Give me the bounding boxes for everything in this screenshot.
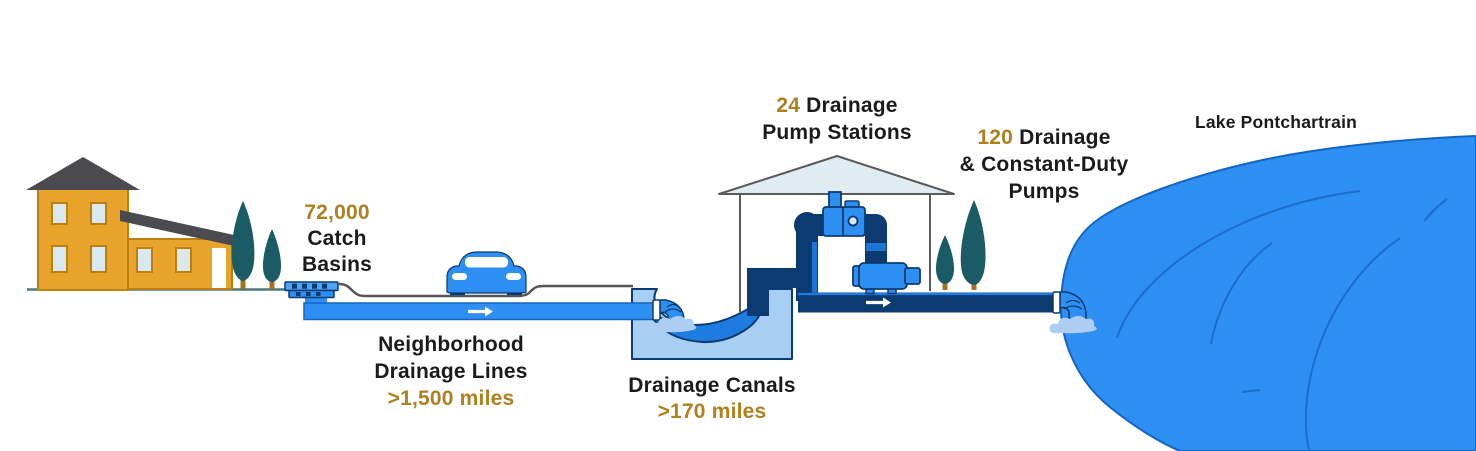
house-roof [26,157,140,190]
lake-label: Lake Pontchartrain [1194,112,1358,132]
drainage-lines-label: Neighborhood Drainage Lines >1,500 miles [374,333,528,410]
pump-motor-icon [822,191,866,237]
flow-arrow-icon [468,306,493,317]
pump-stations-count: 24 [776,94,801,117]
tree-icons-station [935,200,986,290]
house-wing-roof [120,210,234,246]
road-line [338,282,633,298]
house-icon [26,157,234,291]
canal-outfall-icon [649,299,697,333]
drainage-canals-label: Drainage Canals >170 miles [628,374,796,423]
splash [1049,316,1097,334]
lake-contour-lines [1116,190,1448,451]
catch-basins-label: 72,000 Catch Basins [301,201,373,276]
tree-icons-house [231,201,282,289]
pumps-label: 120 Drainage & Constant-Duty Pumps [959,126,1129,203]
splash [649,316,697,333]
drainage-lines-miles: >1,500 miles [387,387,515,410]
flow-arrow-icon [866,297,891,308]
lake-water [1059,134,1476,451]
drainage-canals-miles: >170 miles [657,400,767,423]
pump-stations-label: 24 Drainage Pump Stations [762,94,912,144]
lake-outfall-icon [1049,291,1097,334]
catch-basins-count: 72,000 [304,201,370,224]
car-icon [446,251,527,295]
house-porch [212,248,226,288]
drainage-pipe [303,299,697,333]
lake-icon [1059,134,1476,451]
house-windows [51,202,192,273]
pumps-count: 120 [977,126,1014,149]
station-roof [718,155,955,195]
catch-basin-icon [284,281,339,305]
pump-cylinder-icon [852,262,921,295]
